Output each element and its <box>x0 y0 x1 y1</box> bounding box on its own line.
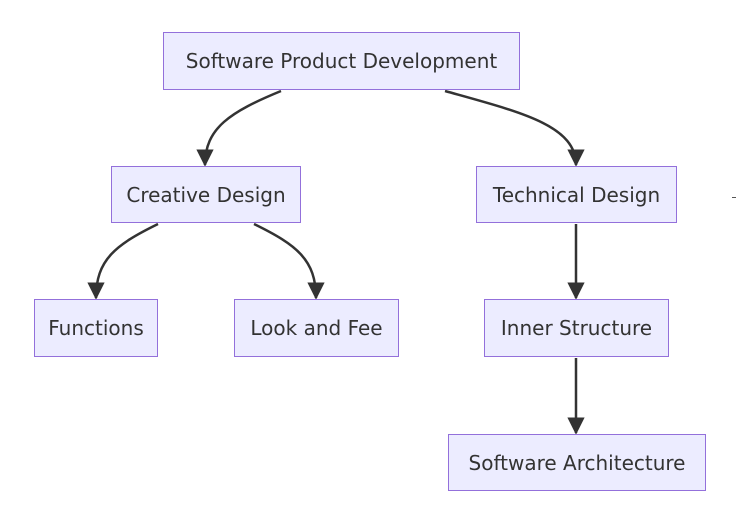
node-label: Software Product Development <box>185 49 498 73</box>
node-technical-design: Technical Design <box>476 166 677 223</box>
edge-creative-functions <box>87 222 159 300</box>
node-label: Software Architecture <box>468 450 686 475</box>
node-label: Functions <box>48 316 144 340</box>
node-software-architecture: Software Architecture <box>448 434 706 491</box>
edge-root-technical <box>444 89 585 167</box>
node-label: Inner Structure <box>500 316 653 340</box>
node-inner-structure: Inner Structure <box>484 299 669 357</box>
node-label: Technical Design <box>492 182 661 207</box>
node-label: Creative Design <box>126 182 286 207</box>
stray-mark <box>732 197 736 198</box>
node-look-and-fee: Look and Fee <box>234 299 399 357</box>
edge-root-creative <box>196 89 282 167</box>
node-software-product-development: Software Product Development <box>163 32 520 90</box>
edge-creative-look <box>253 222 325 300</box>
node-functions: Functions <box>34 299 158 357</box>
node-creative-design: Creative Design <box>111 166 301 223</box>
node-label: Look and Fee <box>250 316 383 340</box>
